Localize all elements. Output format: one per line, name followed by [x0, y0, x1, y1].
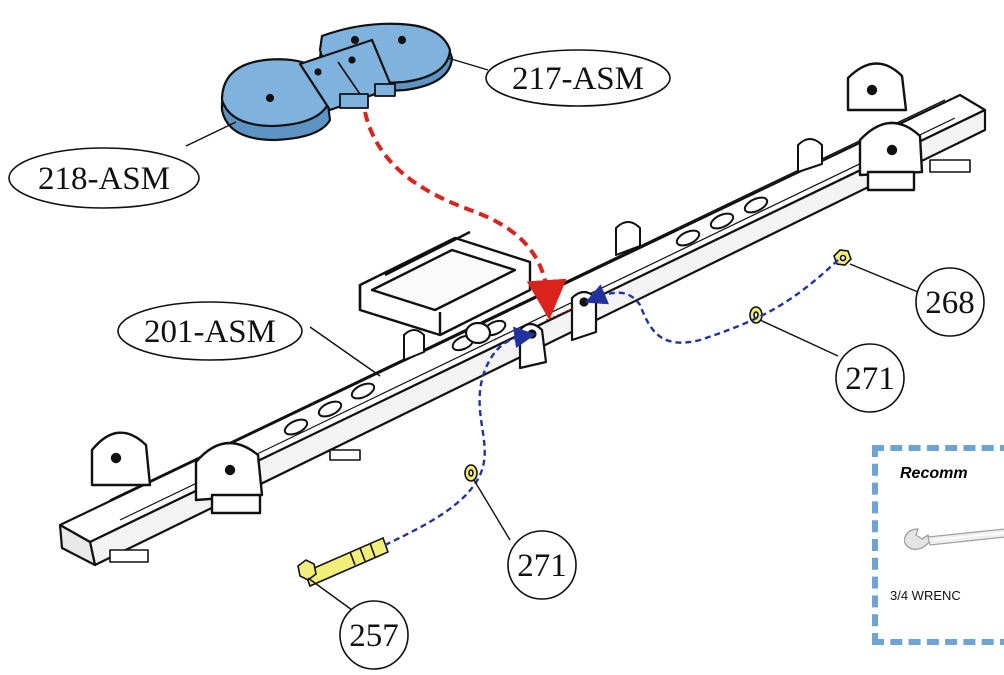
callout-201-asm: 201-ASM [117, 301, 303, 361]
right-end-brackets [846, 62, 924, 192]
beam-slots [283, 196, 769, 436]
callout-268: 268 [915, 267, 985, 337]
callout-271-upper: 271 [835, 343, 905, 413]
svg-text:201-ASM: 201-ASM [144, 314, 276, 350]
svg-text:268: 268 [925, 285, 975, 321]
callout-271-lower: 271 [507, 530, 577, 600]
left-end-brackets [90, 431, 264, 515]
support-pad-assembly [220, 22, 454, 142]
svg-text:217-ASM: 217-ASM [512, 61, 644, 97]
center-cradle [358, 230, 532, 337]
svg-text:271: 271 [845, 361, 895, 397]
washer-271-lower [464, 464, 478, 482]
callout-217-asm: 217-ASM [485, 49, 671, 107]
leader-lines [185, 57, 919, 611]
wrench-icon [904, 528, 1004, 550]
tools-panel-title: Recomm [900, 465, 968, 482]
tool-caption-wrench: 3/4 WRENC [890, 588, 961, 603]
bolt-257 [297, 536, 390, 588]
svg-text:271: 271 [517, 548, 567, 584]
main-frame-201 [58, 62, 987, 567]
callout-218-asm: 218-ASM [8, 147, 200, 209]
recommended-tools-panel: Recomm 3/4 WRENC [872, 445, 1004, 645]
svg-text:218-ASM: 218-ASM [38, 161, 170, 197]
svg-text:257: 257 [349, 618, 399, 654]
bolt-fastener-path [384, 326, 536, 547]
mounting-tabs [403, 138, 823, 361]
callout-257: 257 [339, 600, 409, 670]
pad-install-arrow [363, 111, 567, 320]
